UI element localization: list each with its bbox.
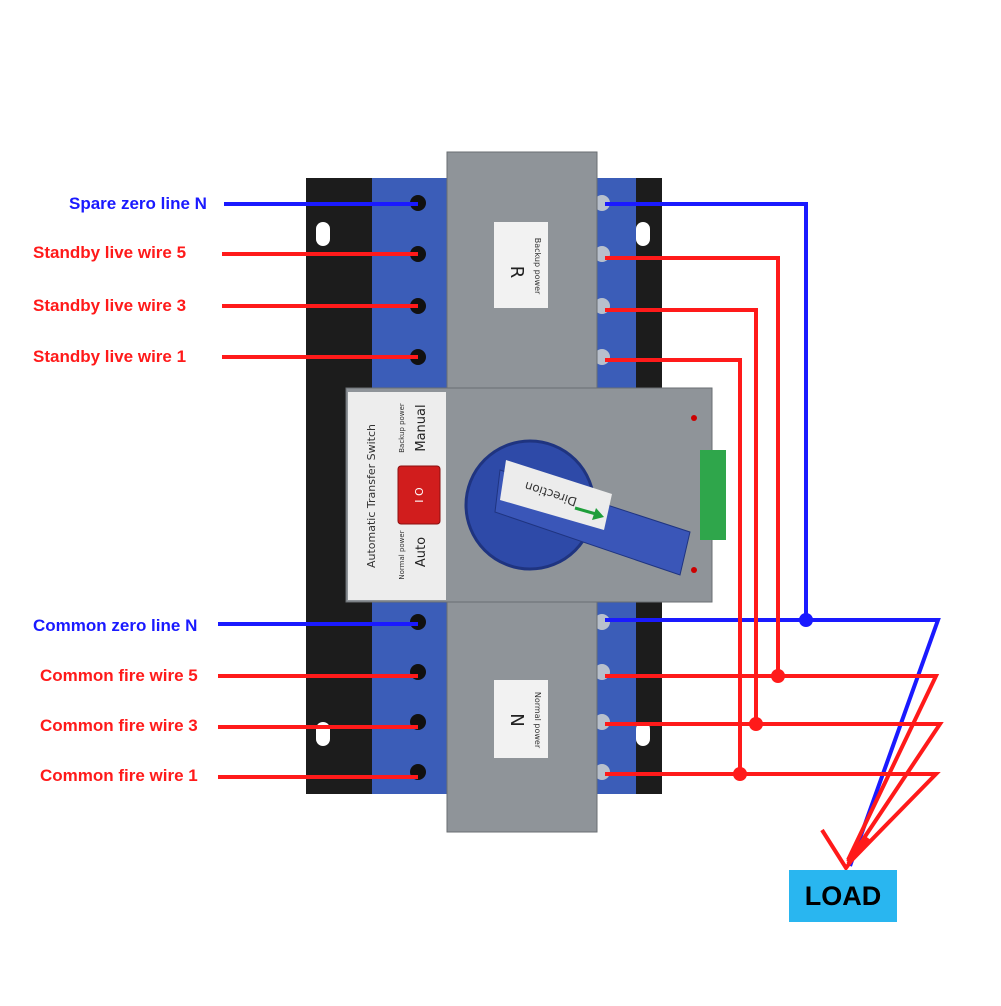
- load-arrowhead: [820, 828, 870, 872]
- top-sub: Backup power: [533, 238, 542, 295]
- junction-live3: [749, 717, 763, 731]
- bottom-letter: N: [506, 713, 527, 726]
- load-neutral: [605, 618, 941, 867]
- label-common-zero-line: Common zero line N: [33, 616, 198, 635]
- load-live3: [605, 722, 944, 864]
- junction-dots: [733, 613, 813, 781]
- indicator-normal: Normal power: [398, 530, 406, 579]
- mode-manual: Manual: [414, 404, 429, 451]
- bus-live3-backup: [605, 308, 758, 724]
- rocker-text: I O: [413, 487, 426, 503]
- label-spare-zero-line: Spare zero line N: [69, 194, 207, 213]
- bus-live5-backup: [605, 256, 780, 676]
- load-live5: [605, 674, 940, 861]
- panel-title: Automatic Transfer Switch: [365, 424, 378, 568]
- terminal-screw: [594, 195, 610, 211]
- neutral-wires: [218, 202, 941, 867]
- label-standby-live-3: Standby live wire 3: [33, 296, 187, 315]
- label-common-fire-1: Common fire wire 1: [40, 766, 198, 785]
- junction-live5: [771, 669, 785, 683]
- rocker-switch[interactable]: [397, 465, 441, 525]
- indicator-backup: Backup power: [398, 403, 406, 453]
- load-arrows: [820, 828, 870, 872]
- mode-auto: Auto: [414, 537, 429, 567]
- knob-face: [500, 460, 612, 530]
- bottom-sub: Normal power: [533, 692, 542, 749]
- direction-arrow-icon: [574, 506, 597, 516]
- junction-neutral: [799, 613, 813, 627]
- label-standby-live-1: Standby live wire 1: [33, 347, 187, 366]
- bottom-label-plate: [494, 680, 548, 758]
- top-letter: R: [506, 266, 527, 279]
- label-common-fire-3: Common fire wire 3: [40, 716, 198, 735]
- load-live1: [605, 772, 941, 866]
- top-label-plate: [494, 222, 548, 308]
- load-box: LOAD: [789, 870, 897, 922]
- bus-neutral-backup: [605, 202, 808, 620]
- side-connector: [700, 450, 726, 540]
- junction-live1: [733, 767, 747, 781]
- bus-live1-backup: [605, 358, 742, 774]
- live-wires: [218, 252, 944, 866]
- label-common-fire-5: Common fire wire 5: [40, 666, 198, 685]
- label-standby-live-5: Standby live wire 5: [33, 243, 187, 262]
